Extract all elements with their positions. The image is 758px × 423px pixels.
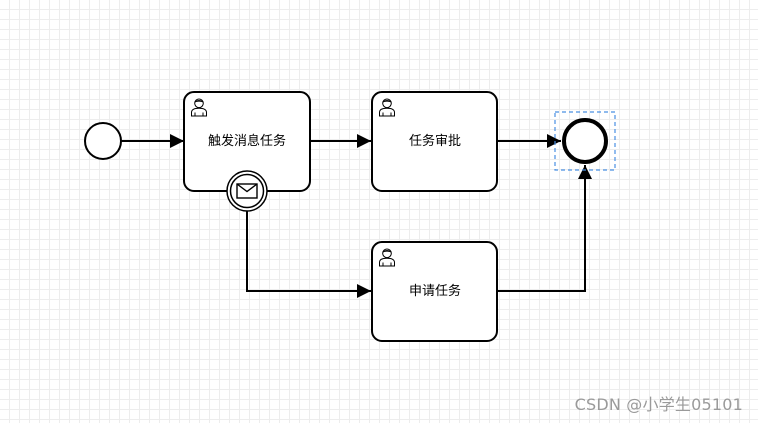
end-event[interactable]	[562, 118, 608, 164]
user-icon	[376, 246, 398, 268]
task-review[interactable]: 任务审批	[371, 91, 498, 192]
user-icon	[376, 96, 398, 118]
task-label: 触发消息任务	[208, 133, 286, 149]
user-icon	[188, 96, 210, 118]
watermark: CSDN @小学生05101	[574, 395, 743, 414]
selection-box	[554, 111, 616, 171]
start-event[interactable]	[84, 122, 122, 160]
envelope-icon	[236, 183, 258, 199]
flow-boundary-to-apply[interactable]	[246, 211, 371, 298]
task-apply[interactable]: 申请任务	[371, 241, 498, 342]
flow-apply-to-end[interactable]	[497, 165, 592, 292]
task-label: 任务审批	[409, 133, 461, 149]
boundary-message-event[interactable]	[226, 170, 268, 212]
task-trigger-message[interactable]: 触发消息任务	[183, 91, 311, 192]
task-label: 申请任务	[409, 283, 461, 299]
